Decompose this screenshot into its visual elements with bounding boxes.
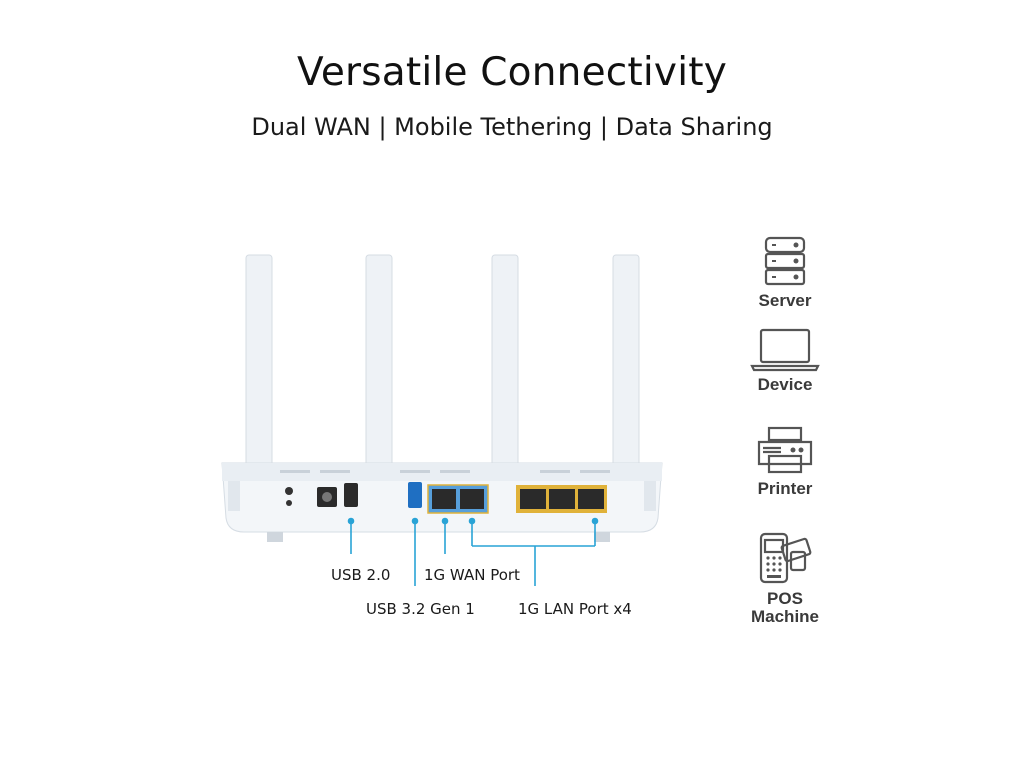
usb2-port xyxy=(344,483,358,507)
reset-button xyxy=(285,487,293,506)
usb2-callout: USB 2.0 xyxy=(331,566,391,584)
device-item-server: Server xyxy=(735,236,835,310)
device-item-pos: POS Machine xyxy=(735,528,835,626)
device-label: Printer xyxy=(757,479,813,498)
wan-callout: 1G WAN Port xyxy=(424,566,520,584)
power-jack xyxy=(317,487,337,507)
device-item-printer: Printer xyxy=(735,426,835,498)
callout-lines xyxy=(347,517,599,586)
antenna-icon xyxy=(245,254,640,488)
device-item-device: Device xyxy=(735,328,835,394)
pos-terminal-icon xyxy=(759,532,812,584)
lan-callout: 1G LAN Port x4 xyxy=(518,600,632,618)
device-label: POS Machine xyxy=(750,589,820,626)
page-subtitle: Dual WAN | Mobile Tethering | Data Shari… xyxy=(251,113,773,141)
server-icon xyxy=(764,236,806,286)
device-label: Server xyxy=(758,291,812,310)
lan-ports xyxy=(516,485,607,513)
usb3-callout: USB 3.2 Gen 1 xyxy=(366,600,475,618)
wan-port xyxy=(427,484,489,514)
device-label: Device xyxy=(757,375,813,394)
page-title: Versatile Connectivity xyxy=(296,50,728,95)
laptop-icon xyxy=(750,328,820,372)
usb3-port xyxy=(408,482,422,508)
printer-icon xyxy=(757,426,813,474)
